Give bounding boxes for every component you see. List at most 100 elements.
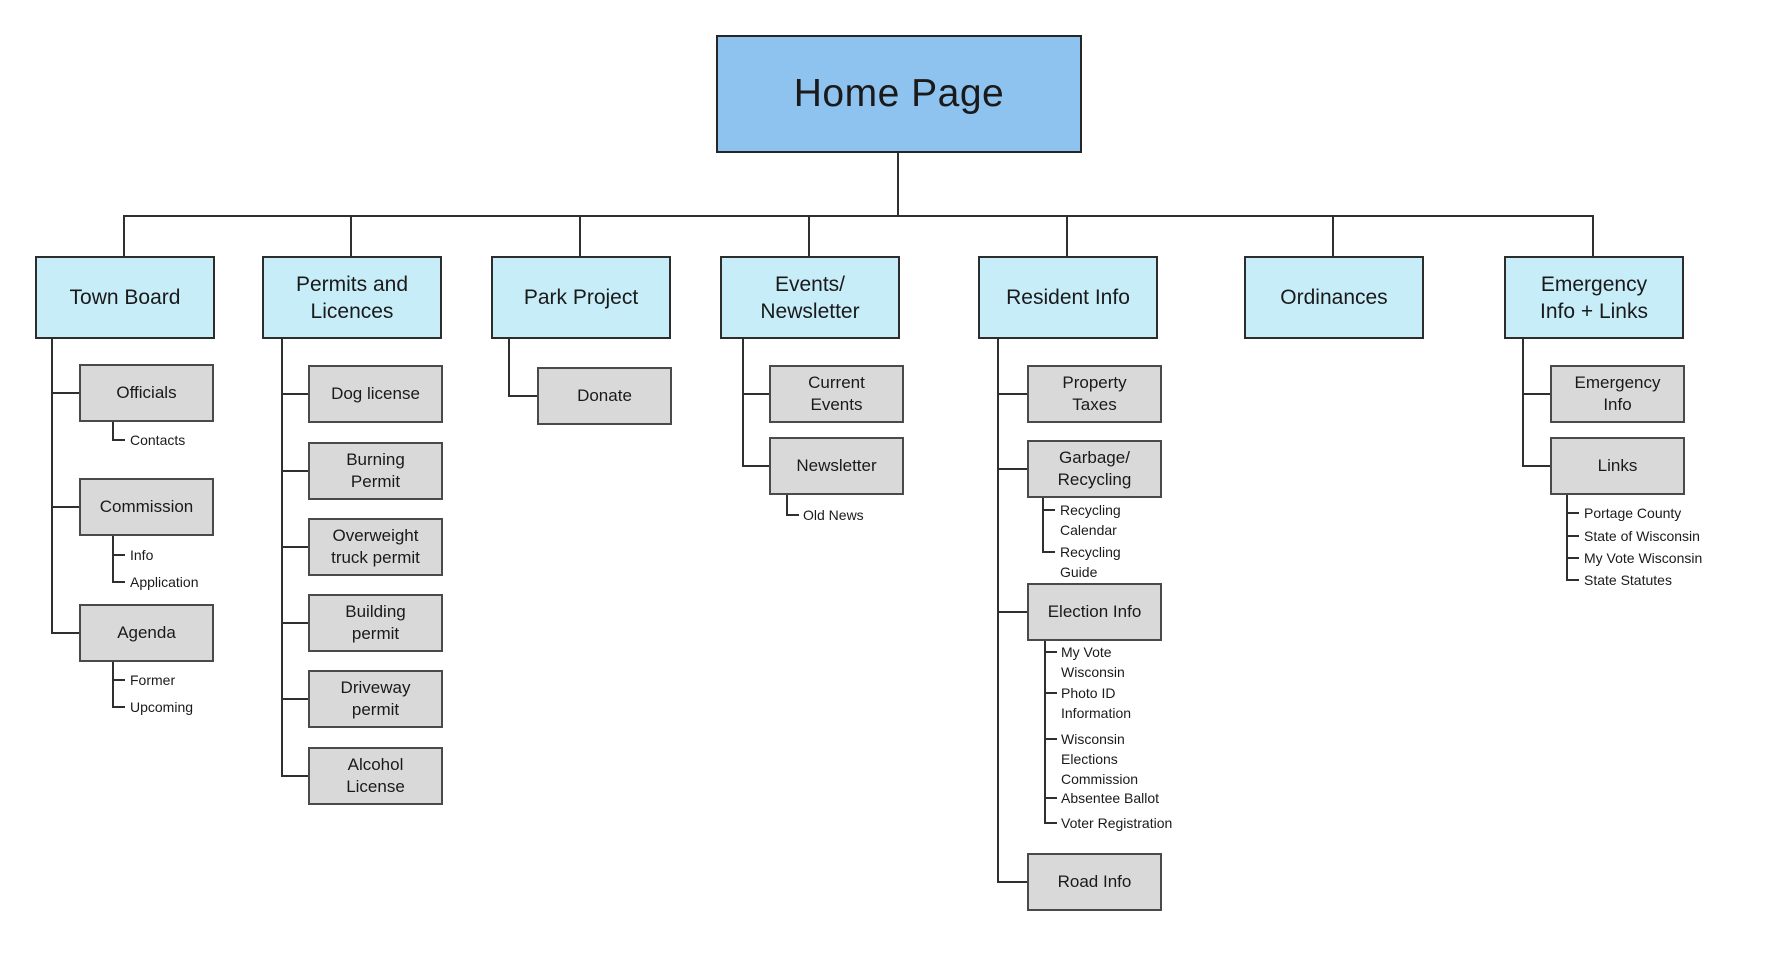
child-newsletter[interactable]: Newsletter <box>769 437 904 495</box>
section-resident-info[interactable]: Resident Info <box>978 256 1158 339</box>
leaf-contacts[interactable]: Contacts <box>130 432 186 448</box>
child-election-info[interactable]: Election Info <box>1027 583 1162 641</box>
connector-line <box>1592 215 1594 256</box>
leaf-absentee-ballot[interactable]: Absentee Ballot <box>1061 790 1160 806</box>
connector-line <box>112 679 125 681</box>
connector-line <box>1522 465 1550 467</box>
connector-line <box>1522 393 1550 395</box>
child-label: Alcohol License <box>346 755 405 796</box>
connector-line <box>1042 498 1044 553</box>
section-label: Events/ Newsletter <box>760 272 860 323</box>
section-label: Permits and Licences <box>295 272 409 323</box>
child-label: Commission <box>99 497 194 516</box>
child-road-info[interactable]: Road Info <box>1027 853 1162 911</box>
leaf-upcoming[interactable]: Upcoming <box>130 699 194 715</box>
connector-line <box>1566 535 1579 537</box>
child-dog-license[interactable]: Dog license <box>308 365 443 423</box>
leaf-photo-id-information[interactable]: Photo ID Information <box>1061 685 1132 721</box>
connector-line <box>508 395 537 397</box>
child-emergency-info[interactable]: Emergency Info <box>1550 365 1685 423</box>
leaf-my-vote-wisconsin-link[interactable]: My Vote Wisconsin <box>1584 550 1703 566</box>
child-driveway-permit[interactable]: Driveway permit <box>308 670 443 728</box>
leaf-my-vote-wisconsin[interactable]: My Vote Wisconsin <box>1061 644 1125 680</box>
section-town-board[interactable]: Town Board <box>35 256 215 339</box>
child-label: Current Events <box>808 373 865 414</box>
section-permits-and-licences[interactable]: Permits and Licences <box>262 256 442 339</box>
child-label: Election Info <box>1047 602 1142 621</box>
section-label: Ordinances <box>1280 286 1388 309</box>
child-current-events[interactable]: Current Events <box>769 365 904 423</box>
connector-line <box>1066 215 1068 256</box>
child-label: Building permit <box>345 602 406 643</box>
child-alcohol-license[interactable]: Alcohol License <box>308 747 443 805</box>
section-ordinances[interactable]: Ordinances <box>1244 256 1424 339</box>
connector-line <box>1044 651 1057 653</box>
connector-line <box>508 339 510 397</box>
child-links[interactable]: Links <box>1550 437 1685 495</box>
connector-line <box>123 215 1594 217</box>
section-events-newsletter[interactable]: Events/ Newsletter <box>720 256 900 339</box>
connector-line <box>1566 579 1579 581</box>
connector-line <box>51 392 79 394</box>
child-commission[interactable]: Commission <box>79 478 214 536</box>
connector-line <box>112 581 125 583</box>
leaf-state-statutes[interactable]: State Statutes <box>1584 572 1672 588</box>
leaf-recycling-guide[interactable]: Recycling Guide <box>1060 544 1121 580</box>
leaf-wisconsin-elections-commission[interactable]: Wisconsin Elections Commission <box>1061 731 1139 787</box>
child-label: Driveway permit <box>340 678 411 719</box>
connector-line <box>742 393 769 395</box>
connector-line <box>1044 641 1046 824</box>
connector-line <box>1044 797 1057 799</box>
connector-line <box>1044 822 1057 824</box>
child-donate[interactable]: Donate <box>537 367 672 425</box>
section-label: Park Project <box>523 286 639 309</box>
connector-line <box>112 422 114 441</box>
connector-line <box>112 706 125 708</box>
connector-line <box>808 215 810 256</box>
leaf-former[interactable]: Former <box>130 672 176 688</box>
connector-line <box>997 468 1027 470</box>
connector-line <box>997 611 1027 613</box>
child-label: Links <box>1597 456 1638 475</box>
child-garbage-recycling[interactable]: Garbage/ Recycling <box>1027 440 1162 498</box>
leaf-old-news[interactable]: Old News <box>803 507 864 523</box>
node-label: Home Page <box>793 72 1005 115</box>
child-label: Overweight truck permit <box>331 526 420 567</box>
node-home-page[interactable]: Home Page <box>716 35 1082 153</box>
section-emergency-info-links[interactable]: Emergency Info + Links <box>1504 256 1684 339</box>
connector-line <box>281 470 308 472</box>
connector-line <box>350 215 352 256</box>
connector-line <box>1044 692 1057 694</box>
child-label: Dog license <box>331 384 420 403</box>
connector-line <box>742 339 744 467</box>
connector-line <box>1332 215 1334 256</box>
connector-line <box>1042 509 1055 511</box>
leaf-application[interactable]: Application <box>130 574 199 590</box>
connector-line <box>1042 551 1055 553</box>
leaf-voter-registration[interactable]: Voter Registration <box>1061 815 1173 831</box>
child-label: Garbage/ Recycling <box>1057 448 1132 489</box>
section-park-project[interactable]: Park Project <box>491 256 671 339</box>
child-officials[interactable]: Officials <box>79 364 214 422</box>
child-label: Newsletter <box>796 456 877 475</box>
connector-line <box>997 881 1027 883</box>
connector-line <box>1566 512 1579 514</box>
connector-line <box>742 465 769 467</box>
connector-line <box>281 393 308 395</box>
connector-line <box>579 215 581 256</box>
child-agenda[interactable]: Agenda <box>79 604 214 662</box>
child-burning-permit[interactable]: Burning Permit <box>308 442 443 500</box>
connector-line <box>1566 495 1568 581</box>
child-property-taxes[interactable]: Property Taxes <box>1027 365 1162 423</box>
leaf-state-of-wisconsin[interactable]: State of Wisconsin <box>1584 528 1700 544</box>
connector-line <box>1566 557 1579 559</box>
section-label: Resident Info <box>1006 286 1130 309</box>
connector-line <box>51 506 79 508</box>
leaf-info[interactable]: Info <box>130 547 154 563</box>
leaf-recycling-calendar[interactable]: Recycling Calendar <box>1060 502 1121 538</box>
child-overweight-truck-permit[interactable]: Overweight truck permit <box>308 518 443 576</box>
leaf-portage-county[interactable]: Portage County <box>1584 505 1682 521</box>
child-label: Agenda <box>117 623 176 642</box>
child-building-permit[interactable]: Building permit <box>308 594 443 652</box>
